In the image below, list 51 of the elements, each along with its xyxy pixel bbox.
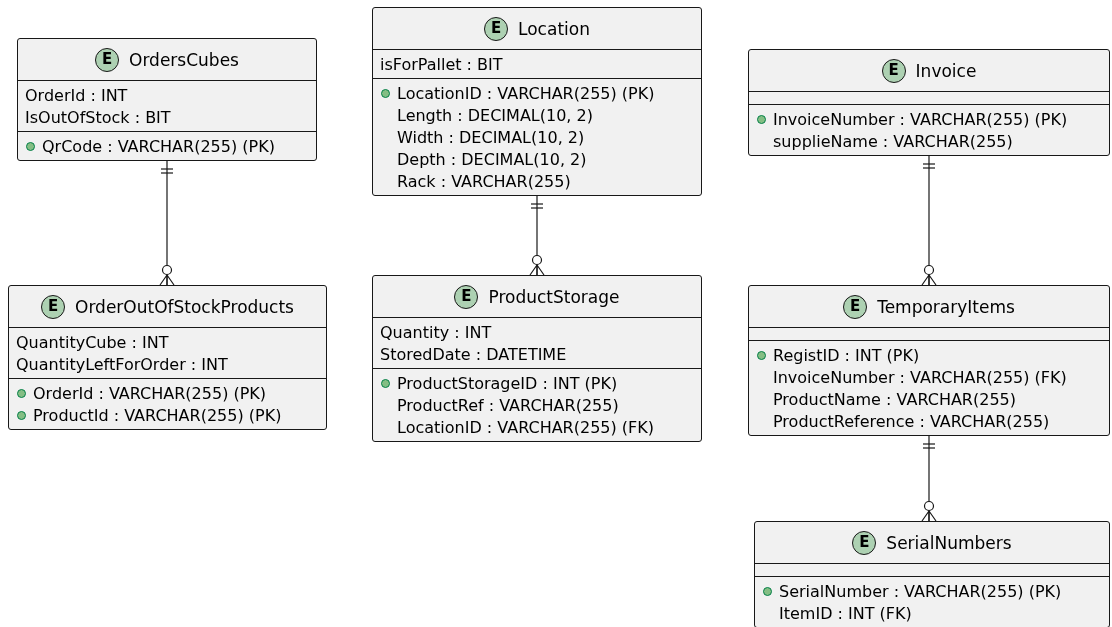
attribute-text: ProductName : VARCHAR(255) xyxy=(773,389,1016,409)
entity-box xyxy=(372,7,702,196)
attribute-text: ProductRef : VARCHAR(255) xyxy=(397,395,619,415)
attribute-text: Quantity : INT xyxy=(380,322,492,342)
attribute-text: InvoiceNumber : VARCHAR(255) (PK) xyxy=(773,109,1068,129)
attribute-text: RegistID : INT (PK) xyxy=(773,345,920,365)
entity-title: Location xyxy=(518,18,590,39)
attribute-text: ProductId : VARCHAR(255) (PK) xyxy=(33,405,282,425)
relationship-line xyxy=(529,195,545,276)
entity-box xyxy=(748,285,1110,436)
entity-box xyxy=(8,285,327,430)
attribute-text: Depth : DECIMAL(10, 2) xyxy=(397,149,587,169)
entity-marker: E xyxy=(484,16,509,41)
attribute-text: isForPallet : BIT xyxy=(380,54,503,74)
entity-marker: E xyxy=(881,58,906,83)
entity-title: OrdersCubes xyxy=(129,49,239,70)
attribute-text: Width : DECIMAL(10, 2) xyxy=(397,127,585,147)
entity-title: TemporaryItems xyxy=(877,296,1015,317)
attribute-text: Rack : VARCHAR(255) xyxy=(397,171,571,191)
attribute-text: InvoiceNumber : VARCHAR(255) (FK) xyxy=(773,367,1067,387)
relationship-line xyxy=(921,435,937,522)
attribute-text: QuantityCube : INT xyxy=(16,332,169,352)
entity-title: SerialNumbers xyxy=(886,532,1012,553)
entity-marker: E xyxy=(95,47,120,72)
attribute-text: supplieName : VARCHAR(255) xyxy=(773,131,1013,151)
entity-title: ProductStorage xyxy=(488,286,620,307)
attribute-text: QuantityLeftForOrder : INT xyxy=(16,354,228,374)
entity-title: Invoice xyxy=(915,60,977,81)
entity-marker: E xyxy=(843,294,868,319)
attribute-text: QrCode : VARCHAR(255) (PK) xyxy=(42,136,275,156)
entity-box xyxy=(372,275,702,442)
attribute-text: LocationID : VARCHAR(255) (PK) xyxy=(397,83,655,103)
attribute-text: Length : DECIMAL(10, 2) xyxy=(397,105,593,125)
attribute-text: ItemID : INT (FK) xyxy=(779,603,912,623)
attribute-text: StoredDate : DATETIME xyxy=(380,344,567,364)
relationship-line xyxy=(921,155,937,286)
entity-marker: E xyxy=(41,294,65,319)
entity-box xyxy=(17,38,317,161)
attribute-text: IsOutOfStock : BIT xyxy=(25,107,171,127)
attribute-text: ProductReference : VARCHAR(255) xyxy=(773,411,1050,431)
entity-marker: E xyxy=(454,284,479,309)
attribute-text: OrderId : VARCHAR(255) (PK) xyxy=(33,383,267,403)
attribute-text: SerialNumber : VARCHAR(255) (PK) xyxy=(779,581,1062,601)
entity-marker: E xyxy=(852,530,877,555)
relationship-line xyxy=(159,160,175,286)
attribute-text: OrderId : INT xyxy=(25,85,128,105)
entity-box xyxy=(748,49,1110,156)
attribute-text: ProductStorageID : INT (PK) xyxy=(397,373,618,393)
attribute-text: LocationID : VARCHAR(255) (FK) xyxy=(397,417,654,437)
entity-box xyxy=(754,521,1110,627)
entity-title: OrderOutOfStockProducts xyxy=(75,296,294,317)
